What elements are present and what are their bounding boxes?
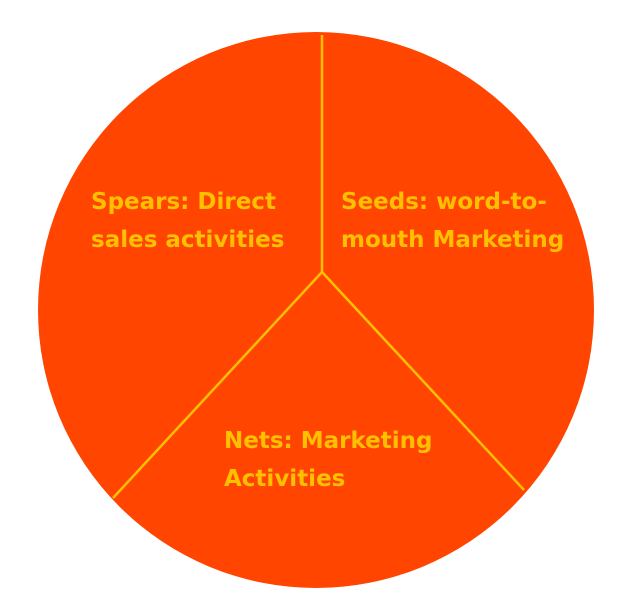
nets-label-line-1: Nets: Marketing (224, 428, 433, 454)
divider-right (321, 271, 525, 491)
segment-label-nets: Nets: Marketing Activities (224, 422, 432, 498)
segment-label-seeds: Seeds: word-to- mouth Marketing (341, 183, 564, 259)
seeds-label-line-1: Seeds: word-to- (341, 189, 547, 215)
nets-label-line-2: Activities (224, 466, 346, 492)
segment-label-spears: Spears: Direct sales activities (91, 183, 284, 259)
seeds-label-line-2: mouth Marketing (341, 227, 565, 253)
spears-label-line-1: Spears: Direct (91, 189, 276, 215)
spears-label-line-2: sales activities (91, 227, 285, 253)
divider-left (112, 271, 323, 499)
pie-circle (38, 32, 594, 588)
